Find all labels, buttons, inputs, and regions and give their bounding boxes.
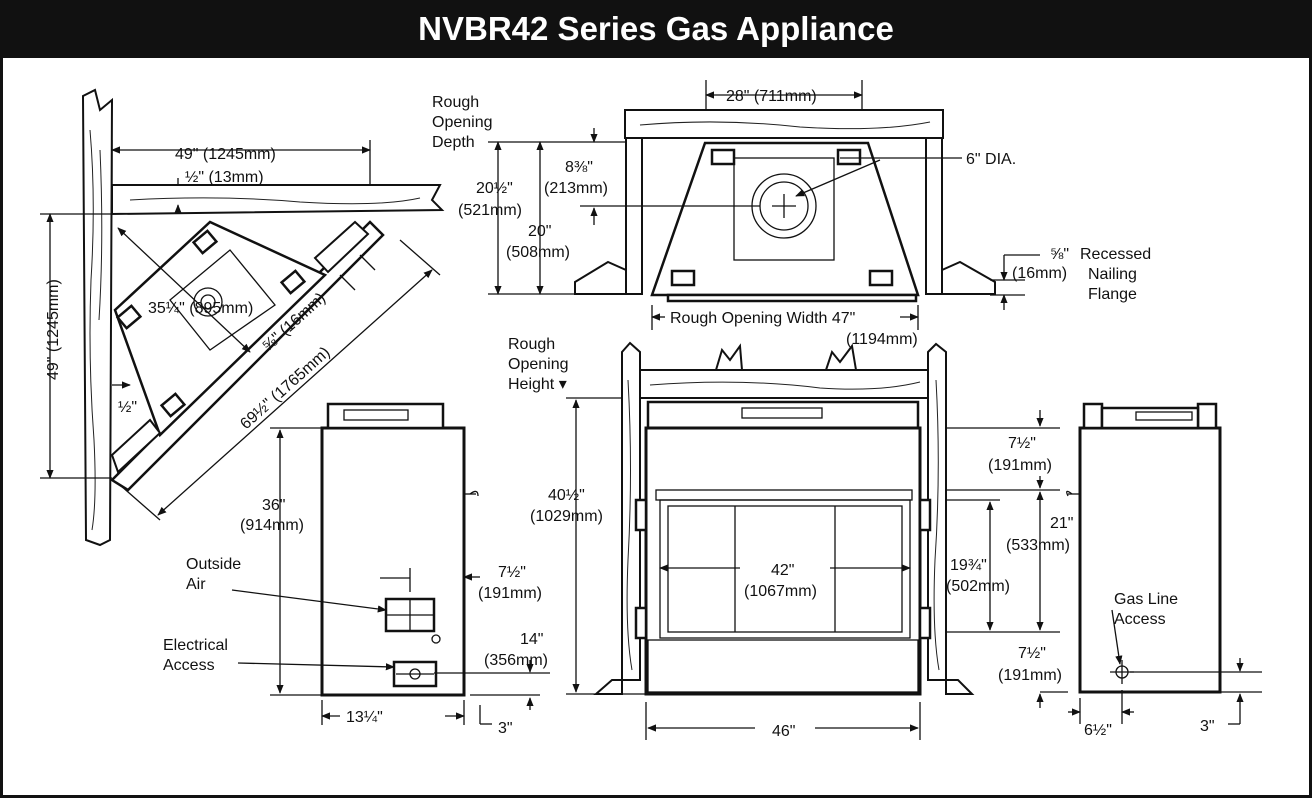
corner-offset-side: ½": [118, 399, 137, 416]
corner-height-side: 49" (1245mm): [45, 279, 62, 380]
corner-offset-top: ½" (13mm): [185, 169, 264, 186]
elec-height-mm: (356mm): [484, 652, 548, 669]
rough-opening-width-mm: (1194mm): [846, 331, 918, 348]
left-side-body: [320, 426, 466, 697]
glass-width-mm: (1067mm): [744, 583, 817, 600]
right-bottom-offset: 3": [1200, 718, 1215, 735]
top-depth-c-mm: (508mm): [506, 244, 570, 261]
front-height: 40½": [548, 487, 585, 504]
right-mid: 21": [1050, 515, 1073, 532]
glass-height-mm: (502mm): [946, 578, 1010, 595]
top-depth-a: 20½": [476, 180, 513, 197]
glass-width: 42": [771, 562, 794, 579]
left-width: 13¼": [346, 709, 383, 726]
elec-height: 14": [520, 631, 543, 648]
right-top: 7½": [1008, 435, 1036, 452]
front-height-mm: (1029mm): [530, 508, 603, 525]
corner-block-upper: [313, 220, 370, 274]
top-stud-left: [625, 137, 643, 295]
corner-depth: 35¼" (895mm): [148, 300, 253, 317]
left-wall-stud: [81, 88, 114, 547]
left-bottom: 3": [498, 720, 513, 737]
top-fireplace-body: [650, 141, 920, 297]
left-height: 36": [262, 497, 285, 514]
title-bar: NVBR42 Series Gas Appliance: [0, 0, 1312, 58]
top-depth-b: 8⅜": [565, 159, 593, 176]
corner-width-top: 49" (1245mm): [175, 146, 276, 163]
recess-value: ⅝": [1050, 246, 1069, 263]
top-depth-c: 20": [528, 223, 551, 240]
right-offset: 6½": [1084, 722, 1112, 739]
top-depth-b-mm: (213mm): [544, 180, 608, 197]
page-title: NVBR42 Series Gas Appliance: [418, 10, 894, 47]
right-bottom: 7½": [1018, 645, 1046, 662]
front-body: [644, 426, 922, 696]
corner-installation-view: 49" (1245mm) ½" (13mm) 49" (1245mm) ½" 3…: [40, 88, 445, 547]
left-offset: 7½": [498, 564, 526, 581]
right-side-body: [1078, 426, 1222, 694]
top-wall-beam: [111, 184, 445, 216]
top-stud-right: [925, 137, 943, 295]
top-depth-a-mm: (521mm): [458, 202, 522, 219]
vent-diameter: 6" DIA.: [966, 151, 1016, 168]
right-top-mm: (191mm): [988, 457, 1052, 474]
glass-height: 19¾": [950, 557, 987, 574]
left-height-mm: (914mm): [240, 517, 304, 534]
left-offset-mm: (191mm): [478, 585, 542, 602]
right-mid-mm: (533mm): [1006, 537, 1070, 554]
top-header-beam: [624, 109, 944, 139]
recess-mm: (16mm): [1012, 265, 1067, 282]
overall-width: 46": [772, 723, 795, 740]
rough-opening-width: Rough Opening Width 47": [670, 310, 855, 327]
top-width: 28" (711mm): [726, 88, 817, 105]
right-bottom-mm: (191mm): [998, 667, 1062, 684]
